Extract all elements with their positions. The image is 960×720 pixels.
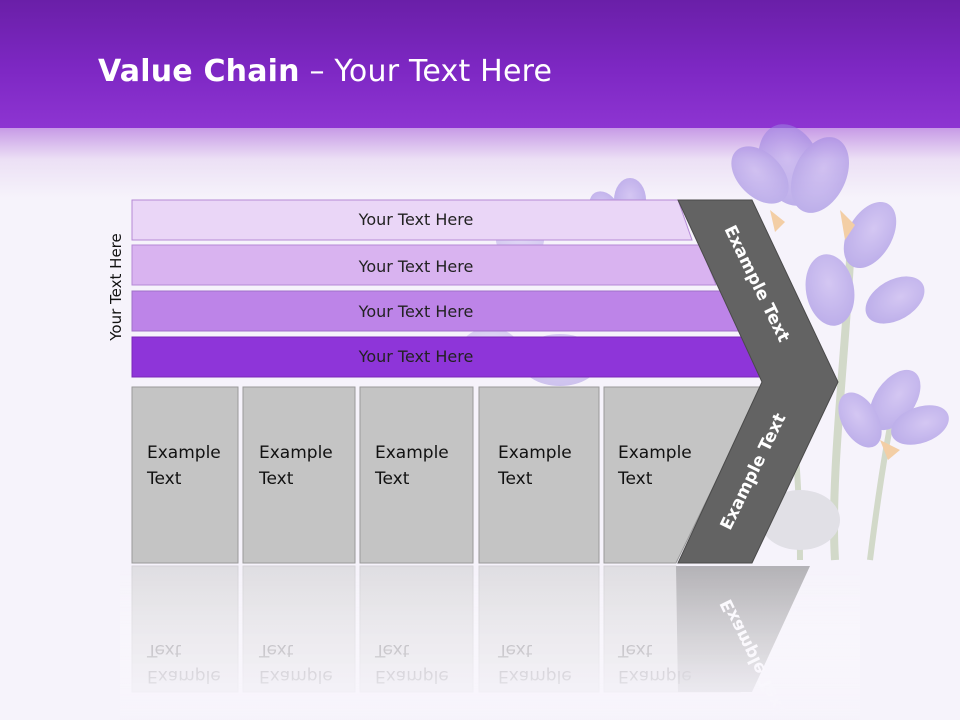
- reflection-fade: [120, 564, 860, 720]
- bars-group: Your Text Here Your Text Here Your Text …: [131, 199, 763, 378]
- boxes-group: Example Text Example Text Example Text E…: [131, 386, 763, 564]
- bar-2-label: Your Text Here: [358, 257, 474, 276]
- box-4-line1: Example: [498, 443, 572, 463]
- box-5-line2: Text: [617, 469, 653, 489]
- box-4-shape: [478, 386, 600, 564]
- bar-1-label: Your Text Here: [358, 210, 474, 229]
- slide-title-rest: – Your Text Here: [299, 54, 553, 89]
- box-5-line1: Example: [618, 443, 692, 463]
- side-label: Your Text Here: [107, 233, 125, 341]
- box-2-line2: Text: [258, 469, 294, 489]
- box-5-shape: [603, 386, 763, 564]
- box-1-line2: Text: [146, 469, 182, 489]
- bar-3-label: Your Text Here: [358, 302, 474, 321]
- bar-1-shape: [131, 199, 693, 241]
- bar-4-label: Your Text Here: [358, 347, 474, 366]
- slide-title: Value Chain – Your Text Here: [98, 54, 552, 89]
- chevron-shape: [677, 199, 839, 564]
- slide-title-bold: Value Chain: [98, 54, 300, 89]
- box-3-line2: Text: [374, 469, 410, 489]
- header-band: [0, 0, 960, 130]
- box-2-shape: [242, 386, 356, 564]
- box-2-line1: Example: [259, 443, 333, 463]
- box-1-line1: Example: [147, 443, 221, 463]
- box-3-line1: Example: [375, 443, 449, 463]
- box-1-shape: [131, 386, 239, 564]
- box-3-shape: [359, 386, 474, 564]
- box-4-line2: Text: [497, 469, 533, 489]
- bar-2-shape: [131, 244, 717, 286]
